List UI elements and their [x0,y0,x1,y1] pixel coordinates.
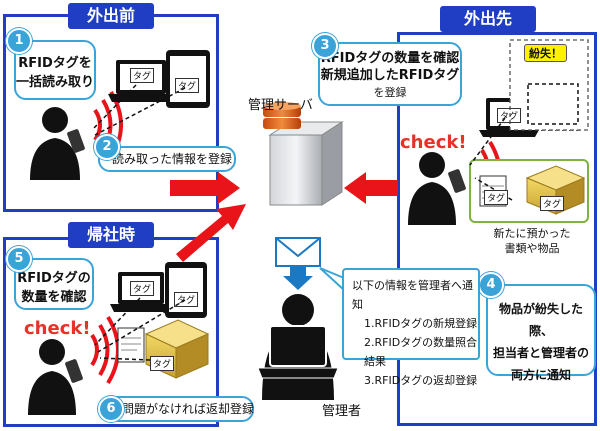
lost-label: 紛失！ [524,44,567,62]
notice-item-1: 1.RFIDタグの新規登録 [364,317,478,330]
arrow-away-to-server [344,172,398,204]
step4-number-badge: 4 [478,272,504,298]
dashed-scan-lines-return [94,297,186,361]
person-icon-before [30,107,85,180]
notice-title: 以下の情報を管理者へ通知 [352,279,473,311]
tag-label-box-return: タグ [150,356,175,371]
step5-line1: RFIDタグの [17,271,91,286]
notice-item-2: 2.RFIDタグの数量照合結果 [364,336,478,368]
step3-bubble: RFIDタグの数量を確認 新規追加したRFIDタグ を登録 [318,42,462,106]
arrow-before-to-server [170,172,240,204]
panel-return-title: 帰社時 [68,222,154,248]
step3-line1: RFIDタグの数量を確認 [320,51,460,66]
new-items-line2: 書類や物品 [504,242,560,255]
tag-label-laptop-return: タグ [130,281,155,296]
admin-label: 管理者 [322,404,362,419]
rfid-waves-icon-return [90,315,120,385]
tag-label-laptop-before: タグ [130,68,155,83]
panel-away-title: 外出先 [440,6,536,32]
step6-text: 問題がなければ返却登録 [122,402,255,416]
step6-number-badge: 6 [98,396,124,422]
notice-callout: 以下の情報を管理者へ通知 1.RFIDタグの新規登録 2.RFIDタグの数量照合… [342,268,480,387]
dashed-scan-lines-before [91,84,186,136]
step3-number-badge: 3 [312,33,338,59]
step6-bubble: 問題がなければ返却登録 [104,396,254,422]
step4-line2: 担当者と管理者の [492,346,589,360]
step1-line2: 一括読み取り [16,75,95,90]
new-items-caption: 新たに預かった 書類や物品 [476,226,588,256]
tag-label-doc-away: タグ [484,190,509,205]
tag-label-tablet-return: タグ [174,292,199,307]
new-items-line1: 新たに預かった [493,227,571,240]
step2-text: 読み取った情報を登録 [112,152,233,166]
step1-number-badge: 1 [6,28,32,54]
tag-label-box-away: タグ [540,196,565,211]
step3-line2: 新規追加したRFIDタグ [320,68,460,83]
step4-line3: 両方に通知 [510,368,571,382]
step5-number-badge: 5 [6,246,32,272]
notice-callout-pointer [319,267,345,293]
step5-bubble: RFIDタグの 数量を確認 [14,258,94,310]
check-label-return: check! [24,318,91,339]
server-icon [263,102,344,206]
step3-line3: を登録 [373,86,407,99]
person-icon-away [408,152,466,225]
arrow-return-to-server [176,204,246,262]
step4-line1: 物品が紛失した際、 [498,302,583,338]
document-icon-return [117,327,145,363]
person-icon-return [28,339,83,415]
step1-line1: RFIDタグを [18,56,92,71]
panel-before-title: 外出前 [68,3,154,29]
tag-label-tablet-before: タグ [175,78,200,93]
step5-line2: 数量を確認 [21,290,87,305]
step2-bubble: 読み取った情報を登録 [98,146,236,172]
step2-number-badge: 2 [94,134,120,160]
tablet-icon-return [165,262,207,318]
envelope-icon [275,237,321,290]
admin-person-icon [257,294,339,400]
step4-bubble: 物品が紛失した際、 担当者と管理者の 両方に通知 [486,284,596,382]
server-label: 管理サーバ [248,98,313,113]
tag-label-laptop-away: タグ [497,108,522,123]
notice-item-3: 3.RFIDタグの返却登録 [364,374,478,387]
check-label-away: check! [400,132,467,153]
